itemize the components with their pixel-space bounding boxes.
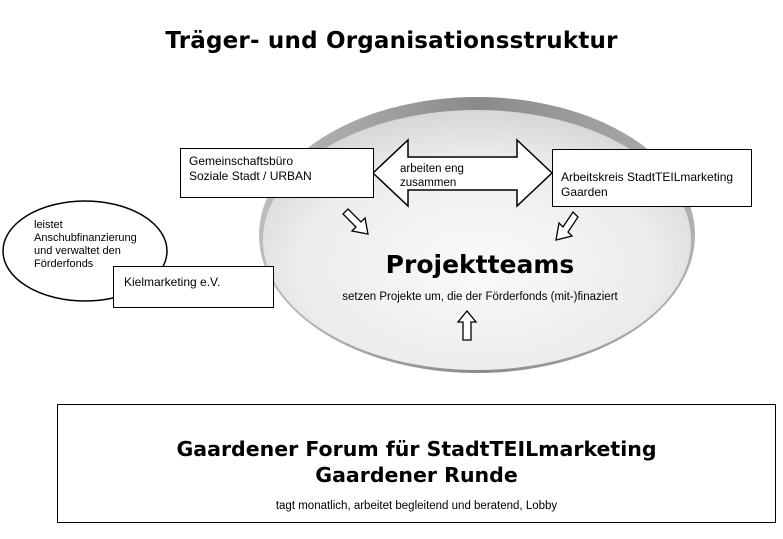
bubble-line2: Anschubfinanzierung <box>34 232 137 244</box>
projektteams-subtitle: setzen Projekte um, die der Förderfonds … <box>342 291 618 303</box>
arrow-down-right <box>342 208 369 235</box>
kielmarketing-box: Kielmarketing e.V. <box>113 266 274 308</box>
arbeitskreis-box: Arbeitskreis StadtTEILmarketing Gaarden <box>552 149 752 207</box>
diagram-title: Träger- und Organisationsstruktur <box>165 28 618 54</box>
double-arrow-label-line1: arbeiten eng <box>400 163 464 175</box>
arrow-up <box>456 309 478 341</box>
arrow-down-left <box>555 210 579 241</box>
double-arrow-label-line2: zusammen <box>400 177 457 189</box>
gemeinschaftsbuero-line1: Gemeinschaftsbüro <box>189 154 294 168</box>
projektteams-title: Projektteams <box>385 250 575 279</box>
forum-title-line1: Gaardener Forum für StadtTEILmarketing <box>176 437 657 461</box>
bubble-line4: Förderfonds <box>34 258 94 270</box>
forum-title: Gaardener Forum für StadtTEILmarketing G… <box>58 436 775 488</box>
arbeitskreis-line2: Gaarden <box>561 185 608 199</box>
gemeinschaftsbuero-box: Gemeinschaftsbüro Soziale Stadt / URBAN <box>180 148 374 198</box>
forum-title-line2: Gaardener Runde <box>315 463 518 487</box>
forum-box: Gaardener Forum für StadtTEILmarketing G… <box>57 404 776 523</box>
gemeinschaftsbuero-line2: Soziale Stadt / URBAN <box>189 169 312 183</box>
kielmarketing-label: Kielmarketing e.V. <box>124 275 221 289</box>
forum-subtitle: tagt monatlich, arbeitet begleitend und … <box>275 500 558 512</box>
double-arrow-label: arbeiten eng zusammen <box>400 162 510 190</box>
bubble-line1: leistet <box>34 219 63 231</box>
bubble-line3: und verwaltet den <box>34 245 121 257</box>
financing-bubble-text: leistet Anschubfinanzierung und verwalte… <box>34 219 154 271</box>
arbeitskreis-line1: Arbeitskreis StadtTEILmarketing <box>561 170 734 184</box>
